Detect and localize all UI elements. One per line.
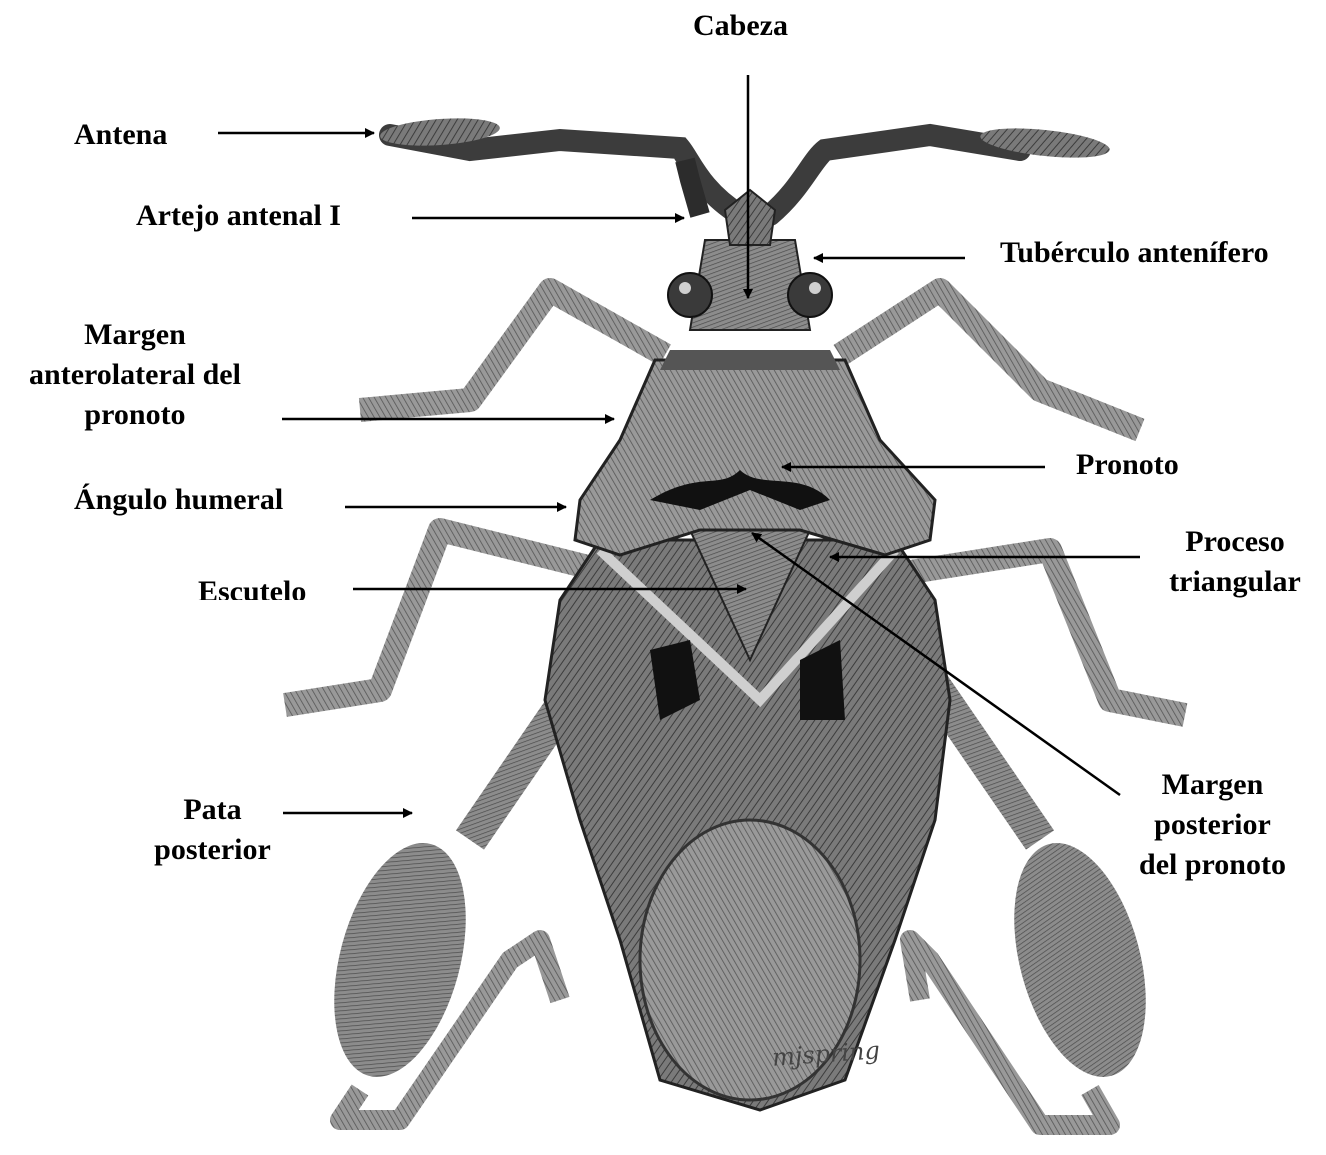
- label-angulo-humeral: Ángulo humeral: [74, 480, 283, 520]
- label-margen-anterolateral-line2: anterolateral del: [0, 355, 270, 395]
- label-margen-anterolateral-line1: Margen: [0, 315, 270, 355]
- antenna-left: [379, 115, 740, 215]
- label-margen-posterior: Margen posterior del pronoto: [1115, 765, 1310, 885]
- label-pata-posterior: Pata posterior: [140, 790, 285, 870]
- label-pronoto: Pronoto: [1076, 445, 1179, 485]
- label-artejo: Artejo antenal I: [136, 196, 341, 236]
- label-margen-posterior-line3: del pronoto: [1115, 845, 1310, 885]
- label-proceso-line1: Proceso: [1150, 522, 1320, 562]
- label-antena: Antena: [74, 115, 167, 155]
- label-margen-anterolateral: Margen anterolateral del pronoto: [0, 315, 270, 435]
- label-pata-line2: posterior: [140, 830, 285, 870]
- label-pata-line1: Pata: [140, 790, 285, 830]
- label-proceso-line2: triangular: [1150, 562, 1320, 602]
- label-proceso-triangular: Proceso triangular: [1150, 522, 1320, 602]
- label-margen-anterolateral-line3: pronoto: [0, 395, 270, 435]
- label-margen-posterior-line2: posterior: [1115, 805, 1310, 845]
- pronotum: [575, 350, 935, 555]
- antenna-right: [770, 123, 1111, 215]
- label-margen-posterior-line1: Margen: [1115, 765, 1310, 805]
- label-escutelo: Escutelo: [198, 572, 306, 600]
- label-cabeza: Cabeza: [693, 6, 788, 46]
- label-tuberculo: Tubérculo antenífero: [1000, 233, 1269, 273]
